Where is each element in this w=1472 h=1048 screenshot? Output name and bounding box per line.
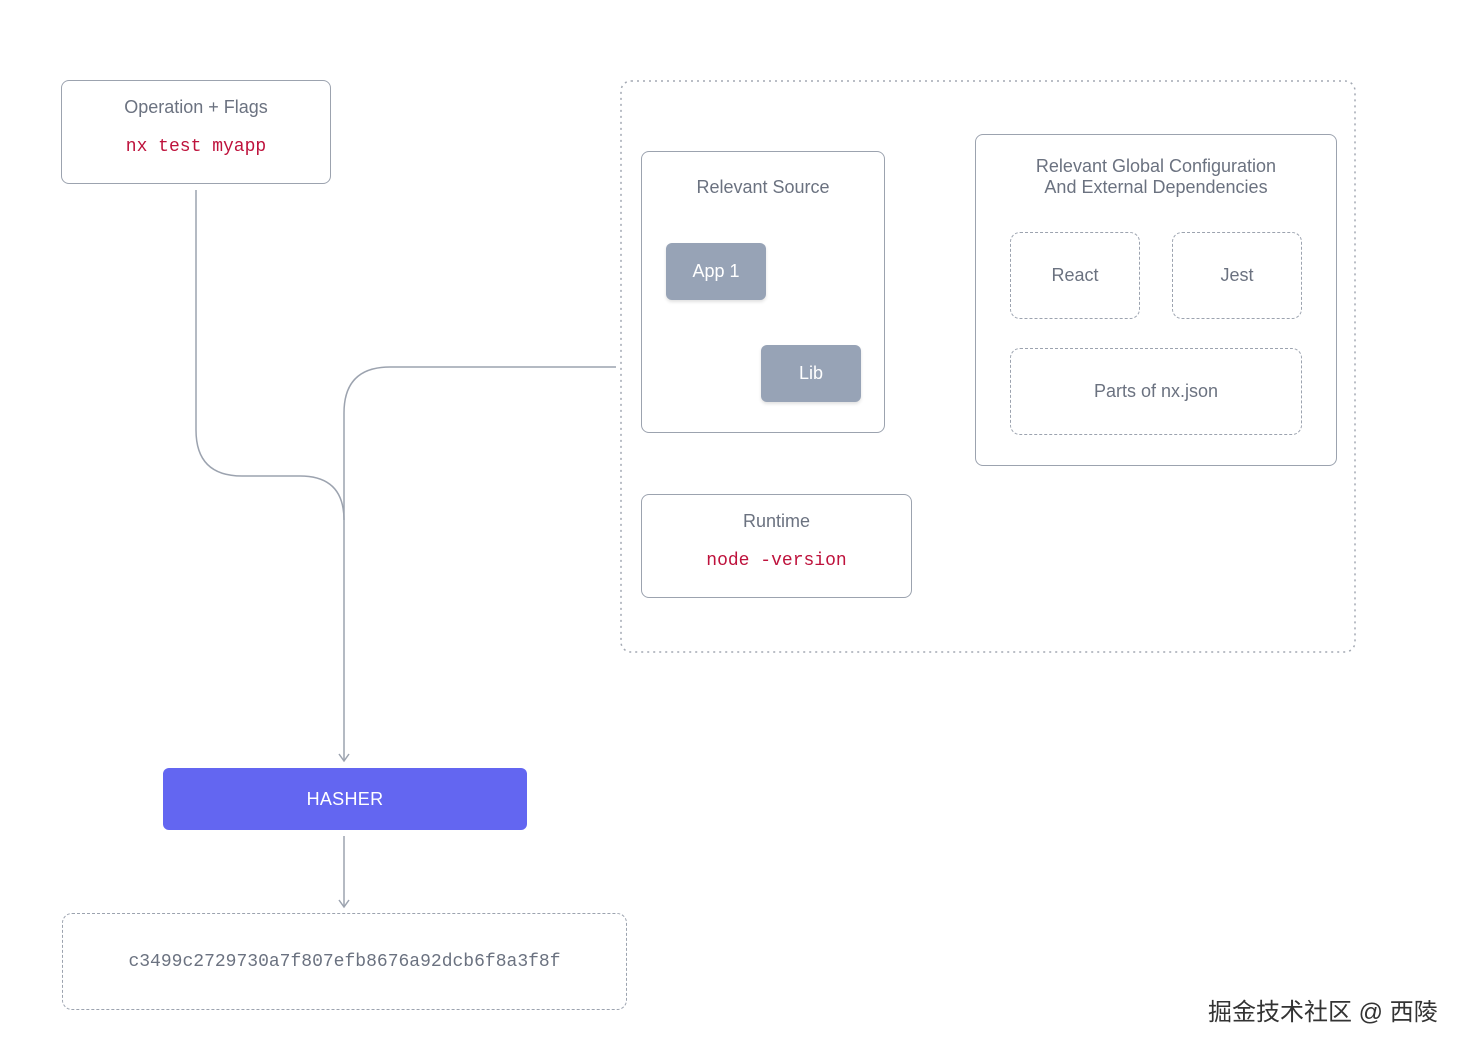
lib-node: Lib [761,345,861,402]
runtime-box: Runtime node -version [641,494,912,598]
operation-command: nx test myapp [125,137,267,157]
app-node: App 1 [666,243,766,300]
nxjson-config: Parts of nx.json [1010,348,1302,435]
operation-title: Operation + Flags [124,97,268,117]
global-config-title-line2: And External Dependencies [1044,177,1268,197]
operation-connector [195,190,345,521]
source-title: Relevant Source [696,177,830,197]
runtime-title: Runtime [742,511,811,531]
watermark: 掘金技术社区 @ 西陵 [1208,999,1438,1026]
hasher-arrowhead [338,753,350,763]
hash-arrowhead [338,899,350,909]
operation-box: Operation + Flags nx test myapp [61,80,331,184]
jest-dependency: Jest [1172,232,1302,319]
global-config-title-line1: Relevant Global Configuration [1035,156,1277,176]
hasher-node: HASHER [163,768,527,830]
hash-output: c3499c2729730a7f807efb8676a92dcb6f8a3f8f [62,913,627,1010]
global-config-title: Relevant Global Configuration And Extern… [976,156,1336,198]
inputs-connector [343,366,616,760]
react-dependency: React [1010,232,1140,319]
runtime-command: node -version [706,551,847,571]
